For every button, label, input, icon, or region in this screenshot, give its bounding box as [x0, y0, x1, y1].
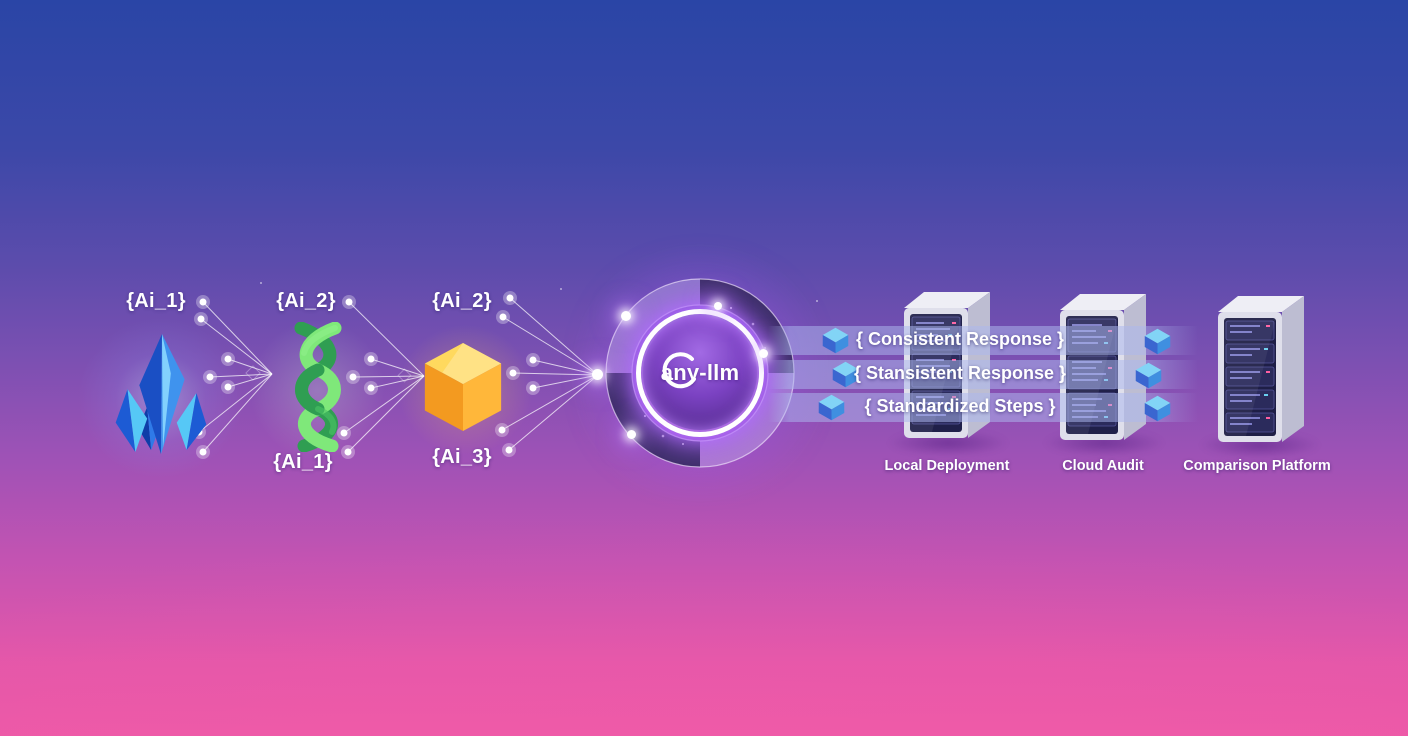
- cube-icon: [424, 343, 502, 431]
- connection-fan-lines: [192, 291, 599, 459]
- data-cube-icon: [822, 327, 849, 354]
- sparkle-dot: [560, 288, 562, 290]
- sparkle-dot: [260, 282, 262, 284]
- label-ai3-cube-bottom: {Ai_3}: [432, 446, 492, 468]
- glow-dot: [592, 369, 603, 380]
- label-ai1-crystal: {Ai_1}: [126, 290, 186, 312]
- label-ai2-dna-top: {Ai_2}: [276, 290, 336, 312]
- band-label-consistent-response: { Consistent Response }: [855, 329, 1065, 349]
- data-cube-icon: [818, 394, 845, 421]
- any-llm-logo: any-llm: [636, 309, 764, 437]
- hub-glow-ring: [636, 309, 764, 437]
- label-ai2-cube-top: {Ai_2}: [432, 290, 492, 312]
- server-label-local-deployment: Local Deployment: [884, 458, 1010, 474]
- glow-dot: [714, 302, 722, 310]
- dna-helix-icon: [294, 322, 342, 452]
- data-cube-icon: [1144, 328, 1171, 355]
- glow-dot: [627, 430, 636, 439]
- server-label-cloud-audit: Cloud Audit: [1062, 458, 1144, 474]
- hub-ring: [605, 278, 795, 468]
- glow-dot: [759, 349, 768, 358]
- sparkle-dot: [816, 300, 818, 302]
- data-cube-icon: [1144, 395, 1171, 422]
- label-ai1-dna-bottom: {Ai_1}: [273, 451, 333, 473]
- data-cube-icon: [1135, 362, 1162, 389]
- server-rack-comparison-platform: [1218, 296, 1304, 442]
- any-llm-swoosh-icon: [662, 352, 696, 389]
- glow-dot: [621, 311, 631, 321]
- data-cube-icon: [832, 361, 859, 388]
- band-label-standardized-steps: { Standardized Steps }: [864, 396, 1056, 416]
- server-label-comparison-platform: Comparison Platform: [1183, 458, 1331, 474]
- any-llm-logo-text: any-llm: [660, 360, 740, 385]
- crystal-icon: [115, 333, 207, 455]
- band-label-stansistent-response: { Stansistent Response }: [853, 363, 1067, 383]
